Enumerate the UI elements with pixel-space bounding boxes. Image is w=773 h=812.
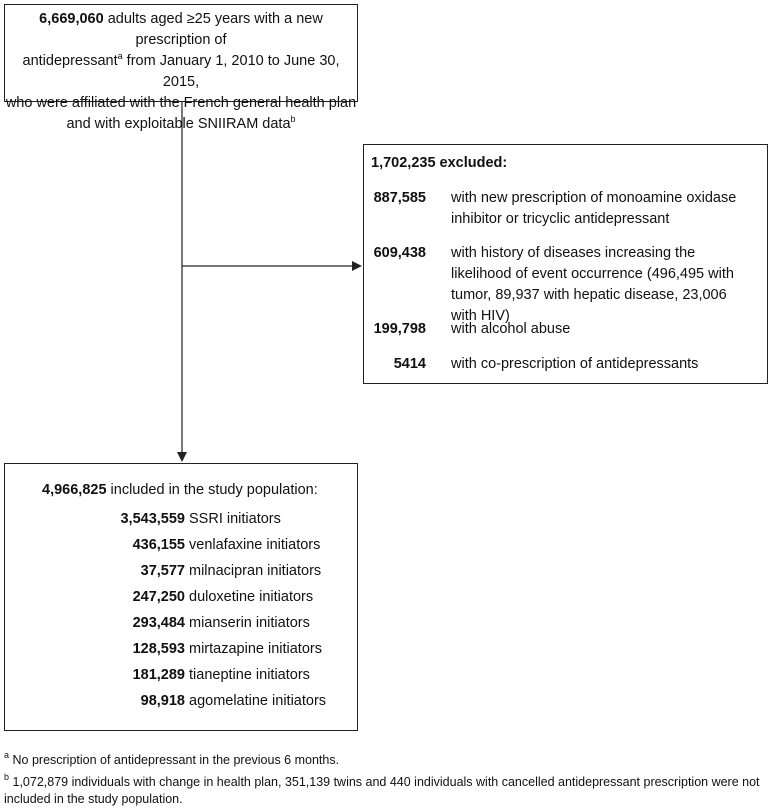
initiator-label: milnacipran initiators xyxy=(189,563,322,579)
initiator-label: venlafaxine initiators xyxy=(189,537,321,553)
footnote-a-mark: a xyxy=(4,750,10,760)
footnote-mark-b: b xyxy=(290,114,296,124)
source-line-4: and with exploitable SNIIRAM datab xyxy=(5,114,357,135)
source-line-3: who were affiliated with the French gene… xyxy=(5,93,357,114)
initiator-count: 98,918 xyxy=(140,693,185,709)
footnote-mark-a: a xyxy=(117,51,123,61)
footnote-b: b 1,072,879 individuals with change in h… xyxy=(4,772,769,808)
initiator-label: mirtazapine initiators xyxy=(189,641,322,657)
initiator-count: 3,543,559 xyxy=(120,511,185,527)
source-line-2: antidepressanta from January 1, 2010 to … xyxy=(5,51,357,93)
excluded-item-text: with alcohol abuse xyxy=(451,321,571,337)
right-arrowhead xyxy=(352,261,362,271)
excluded-item-count: 199,798 xyxy=(373,321,426,337)
included-count: 4,966,825 xyxy=(42,482,107,498)
footnotes: a No prescription of antidepressant in t… xyxy=(4,750,769,808)
down-arrowhead xyxy=(177,452,187,462)
excluded-item-count: 609,438 xyxy=(373,245,426,261)
source-count: 6,669,060 xyxy=(39,11,104,27)
source-text-2b: from January 1, 2010 to June 30, 2015, xyxy=(126,53,340,90)
footnote-a-text: No prescription of antidepressant in the… xyxy=(12,753,340,767)
initiator-count: 128,593 xyxy=(132,641,185,657)
source-population-box: 6,669,060 adults aged ≥25 years with a n… xyxy=(4,4,358,132)
source-text-4: and with exploitable SNIIRAM data xyxy=(66,116,291,132)
initiator-count: 247,250 xyxy=(132,589,185,605)
excluded-item-text: with history of diseases increasing the … xyxy=(451,245,734,324)
initiator-label: tianeptine initiators xyxy=(189,667,310,683)
excluded-item-text: with new prescription of monoamine oxida… xyxy=(451,190,737,227)
excluded-header: 1,702,235 excluded: xyxy=(371,155,507,171)
source-text-2a: antidepressant xyxy=(22,53,118,69)
initiator-count: 181,289 xyxy=(132,667,185,683)
initiator-count: 293,484 xyxy=(132,615,185,631)
initiator-count: 37,577 xyxy=(140,563,185,579)
excluded-box: 1,702,235 excluded: 887,585 with new pre… xyxy=(363,144,768,384)
initiator-count: 436,155 xyxy=(132,537,185,553)
included-box: 4,966,825 included in the study populati… xyxy=(4,463,358,731)
source-line-1: 6,669,060 adults aged ≥25 years with a n… xyxy=(5,9,357,51)
footnote-b-text: 1,072,879 individuals with change in hea… xyxy=(4,775,760,806)
excluded-item-count: 5414 xyxy=(393,356,426,372)
included-label: included in the study population: xyxy=(110,482,318,498)
initiator-label: agomelatine initiators xyxy=(189,693,327,709)
footnote-a: a No prescription of antidepressant in t… xyxy=(4,750,769,769)
source-text-1: adults aged ≥25 years with a new prescri… xyxy=(107,11,323,48)
included-header: 4,966,825 included in the study populati… xyxy=(42,482,318,498)
initiator-label: mianserin initiators xyxy=(189,615,310,631)
footnote-b-mark: b xyxy=(4,772,10,782)
excluded-count: 1,702,235 xyxy=(371,155,436,171)
source-text-3: who were affiliated with the French gene… xyxy=(5,95,357,111)
excluded-label: excluded: xyxy=(439,155,508,171)
excluded-item-text: with co-prescription of antidepressants xyxy=(451,356,699,372)
excluded-item-count: 887,585 xyxy=(373,190,426,206)
initiator-label: duloxetine initiators xyxy=(189,589,314,605)
initiator-label: SSRI initiators xyxy=(189,511,281,527)
